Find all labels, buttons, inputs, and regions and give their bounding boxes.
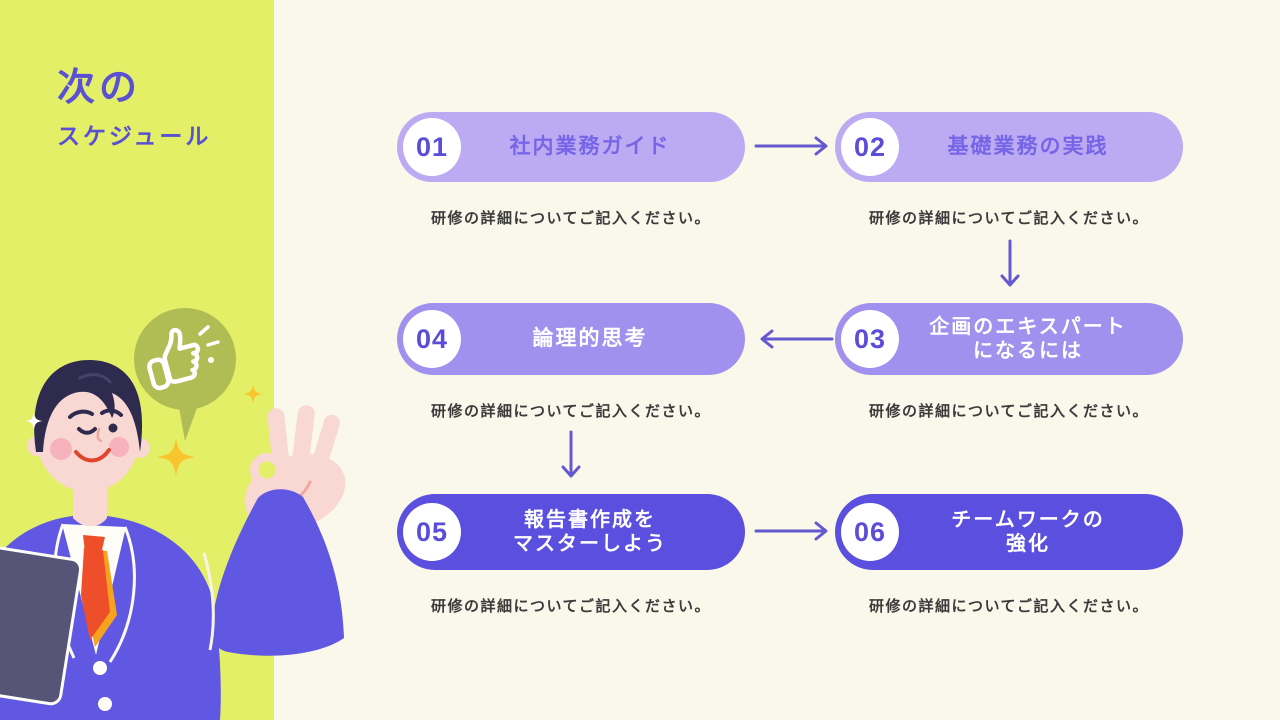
step-label: 論理的思考 — [532, 327, 648, 351]
eyebrows — [68, 408, 123, 419]
flow-arrow-left-icon — [753, 325, 835, 353]
title-line-1: 次の — [57, 67, 142, 109]
step-pill: 01 社内業務ガイド — [397, 112, 745, 182]
flow-arrow-right-icon — [753, 132, 835, 160]
suit-button — [98, 697, 112, 711]
step-number: 03 — [853, 323, 887, 354]
wink-eye — [77, 427, 97, 435]
step-pill: 03 企画のエキスパート になるには — [835, 303, 1183, 375]
step-number-circle: 04 — [403, 310, 461, 368]
smile — [74, 448, 111, 463]
step-caption: 研修の詳細についてご記入ください。 — [430, 403, 712, 420]
step-pill: 06 チームワークの 強化 — [835, 494, 1183, 570]
flow-arrow-right-icon — [753, 517, 835, 545]
hair — [34, 360, 143, 452]
step-number-circle: 02 — [841, 118, 899, 176]
thumbs-up-icon — [147, 327, 201, 391]
step-number-circle: 03 — [841, 310, 899, 368]
title-line-2: スケジュール — [57, 122, 212, 149]
step-number: 02 — [853, 131, 887, 162]
step-pill: 05 報告書作成を マスターしよう — [397, 494, 745, 570]
step-caption: 研修の詳細についてご記入ください。 — [430, 598, 712, 615]
tablet — [0, 544, 83, 706]
sparkle-icon — [157, 384, 263, 476]
step-number: 04 — [415, 323, 449, 354]
step-number: 05 — [415, 516, 449, 547]
step-number: 01 — [415, 131, 449, 162]
suit-button — [93, 661, 107, 675]
businessman-illustration — [0, 308, 346, 720]
step-number-circle: 06 — [841, 503, 899, 561]
step-number-circle: 05 — [403, 503, 461, 561]
speech-bubble — [134, 308, 236, 441]
flow-arrow-down-icon — [557, 429, 585, 481]
step-label: 社内業務ガイド — [509, 135, 671, 159]
step-05: 05 報告書作成を マスターしよう 研修の詳細についてご記入ください。 — [397, 494, 745, 616]
step-03: 03 企画のエキスパート になるには 研修の詳細についてご記入ください。 — [835, 303, 1183, 421]
motion-dashes — [198, 325, 220, 347]
step-number-circle: 01 — [403, 118, 461, 176]
step-label: 報告書作成を マスターしよう — [513, 509, 667, 555]
step-caption: 研修の詳細についてご記入ください。 — [868, 403, 1150, 420]
step-04: 04 論理的思考 研修の詳細についてご記入ください。 — [397, 303, 745, 421]
page-title: 次の スケジュール — [57, 67, 212, 151]
tie — [81, 535, 117, 647]
step-number: 06 — [853, 516, 887, 547]
step-caption: 研修の詳細についてご記入ください。 — [868, 598, 1150, 615]
step-06: 06 チームワークの 強化 研修の詳細についてご記入ください。 — [835, 494, 1183, 616]
step-label: 基礎業務の実践 — [947, 135, 1109, 159]
step-pill: 02 基礎業務の実践 — [835, 112, 1183, 182]
flow-arrow-down-icon — [996, 238, 1024, 290]
step-label: 企画のエキスパート になるには — [929, 316, 1127, 362]
step-pill: 04 論理的思考 — [397, 303, 745, 375]
step-label: チームワークの 強化 — [951, 509, 1105, 555]
step-02: 02 基礎業務の実践 研修の詳細についてご記入ください。 — [835, 112, 1183, 228]
step-caption: 研修の詳細についてご記入ください。 — [868, 210, 1150, 227]
step-caption: 研修の詳細についてご記入ください。 — [430, 210, 712, 227]
step-01: 01 社内業務ガイド 研修の詳細についてご記入ください。 — [397, 112, 745, 228]
open-eye — [108, 423, 118, 433]
raised-arm-sleeve — [212, 489, 344, 656]
